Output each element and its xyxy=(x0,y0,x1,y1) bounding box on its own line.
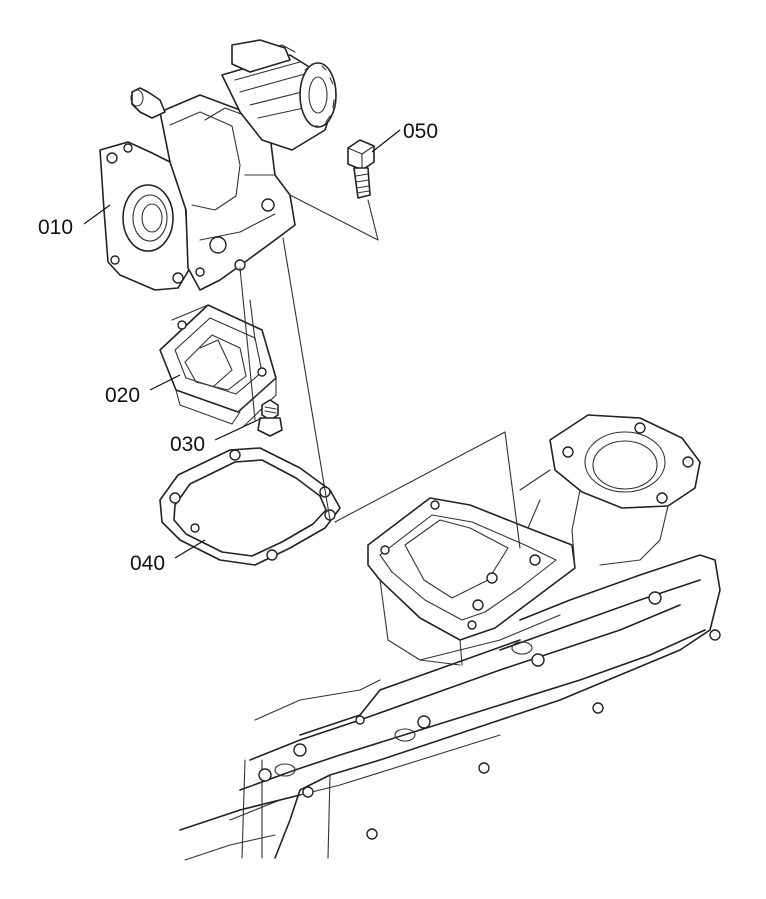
callout-050-label: 050 xyxy=(403,120,439,143)
callout-leaders xyxy=(83,129,401,559)
assembly-guide-lines xyxy=(239,194,521,549)
part-030-bolt xyxy=(257,399,283,437)
part-010-valve-assembly xyxy=(99,39,337,291)
callout-010-label: 010 xyxy=(38,216,74,239)
part-020-insert-block xyxy=(159,304,277,427)
callout-040-label: 040 xyxy=(130,552,166,575)
exhaust-manifold xyxy=(179,414,721,861)
callout-030-label: 030 xyxy=(170,433,206,456)
part-040-gasket xyxy=(159,447,341,566)
callout-020-label: 020 xyxy=(105,384,141,407)
part-050-bolt xyxy=(347,139,375,199)
